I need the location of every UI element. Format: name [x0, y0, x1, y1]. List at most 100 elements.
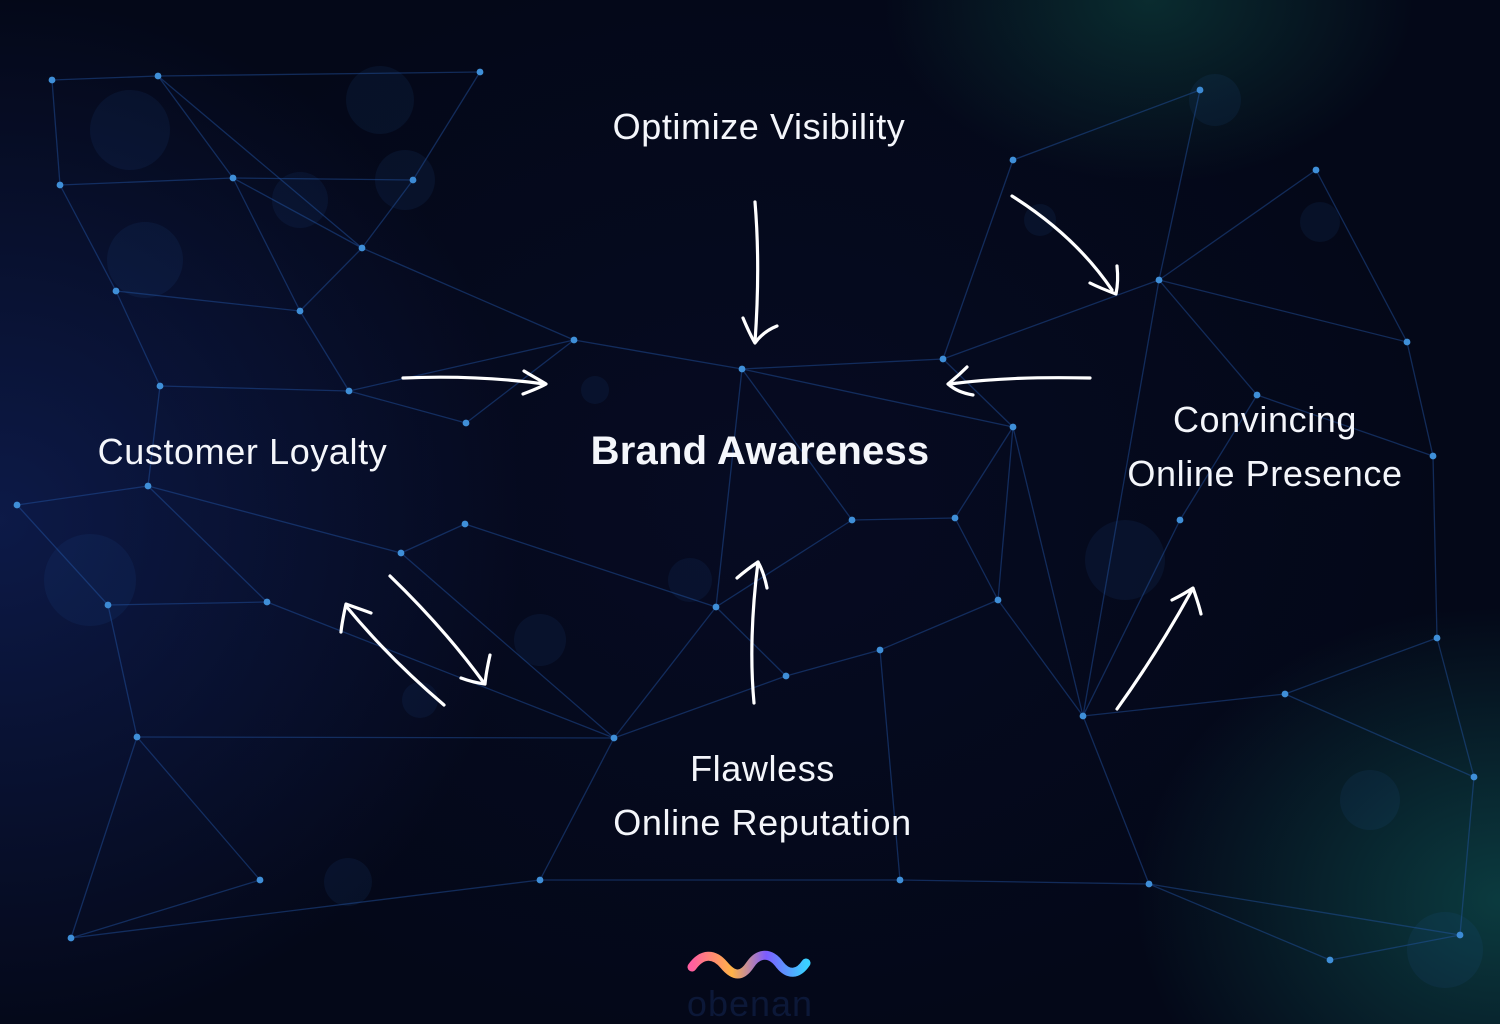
arrow-right-to-center: [946, 365, 1092, 397]
bokeh-light: [668, 558, 712, 602]
network-line: [942, 159, 1014, 360]
network-line: [1082, 715, 1150, 885]
network-line: [1158, 89, 1201, 281]
network-line: [70, 736, 138, 939]
network-line: [879, 649, 901, 881]
network-line: [361, 179, 414, 249]
network-node: [1429, 452, 1437, 460]
network-node: [112, 287, 120, 295]
network-node: [1470, 773, 1478, 781]
network-node: [782, 672, 790, 680]
network-line: [107, 604, 138, 738]
bokeh-light: [1300, 202, 1340, 242]
network-line: [785, 649, 881, 677]
network-line: [1158, 169, 1317, 281]
network-line: [573, 339, 743, 370]
arrow-reputation-to-loyalty: [339, 602, 446, 707]
network-line: [51, 79, 61, 186]
network-line: [741, 368, 853, 521]
network-line: [115, 290, 161, 387]
network-line: [1082, 279, 1160, 717]
wave-logo-icon: [687, 950, 811, 979]
node-label-line: Online Presence: [1127, 453, 1403, 494]
network-line: [1256, 394, 1434, 457]
network-line: [59, 184, 117, 292]
network-line: [147, 385, 161, 487]
network-line: [70, 879, 261, 939]
network-node: [256, 876, 264, 884]
network-line: [851, 517, 956, 521]
arrow-bottom-to-right: [1115, 586, 1203, 711]
network-line: [539, 737, 615, 881]
network-line: [361, 247, 575, 341]
network-node: [296, 307, 304, 315]
network-node: [461, 520, 469, 528]
network-node: [1009, 423, 1017, 431]
network-node: [570, 336, 578, 344]
network-line: [51, 75, 159, 81]
network-line: [1082, 693, 1286, 717]
bokeh-light: [107, 222, 183, 298]
network-node: [156, 382, 164, 390]
network-line: [1012, 426, 1084, 717]
center-label: Brand Awareness: [590, 429, 930, 473]
network-line: [1284, 637, 1438, 695]
network-node: [154, 72, 162, 80]
network-line: [157, 75, 363, 249]
bokeh-light: [44, 534, 136, 626]
network-nodes: [13, 68, 1478, 964]
network-node: [1312, 166, 1320, 174]
network-line: [299, 310, 350, 392]
network-line: [464, 523, 717, 608]
network-node: [476, 68, 484, 76]
network-line: [299, 247, 363, 312]
network-line: [1082, 519, 1181, 717]
network-line: [741, 358, 944, 370]
network-line: [1158, 279, 1408, 343]
network-node: [896, 876, 904, 884]
network-node: [56, 181, 64, 189]
network-line: [136, 736, 615, 739]
network-node: [712, 603, 720, 611]
network-line: [107, 601, 268, 606]
network-line: [1148, 883, 1461, 936]
network-line: [879, 599, 999, 651]
bokeh-light: [514, 614, 566, 666]
network-node: [1456, 931, 1464, 939]
network-line: [136, 736, 261, 881]
network-node: [345, 387, 353, 395]
bokeh-light: [346, 66, 414, 134]
network-line: [997, 426, 1014, 601]
node-convincing-online-presence: Convincing Online Presence: [1100, 393, 1430, 501]
network-node: [1155, 276, 1163, 284]
network-line: [412, 71, 481, 181]
network-node: [1176, 516, 1184, 524]
node-label-line: Customer Loyalty: [97, 431, 388, 472]
node-customer-loyalty: Customer Loyalty: [60, 425, 425, 479]
network-line: [1436, 637, 1475, 778]
network-node: [738, 365, 746, 373]
arrow-top-to-center: [741, 200, 779, 345]
bokeh-light: [375, 150, 435, 210]
network-line: [348, 390, 467, 424]
network-node: [133, 733, 141, 741]
network-line: [1148, 883, 1331, 961]
network-line: [1179, 394, 1258, 521]
network-node: [48, 76, 56, 84]
network-line: [1432, 455, 1438, 639]
network-line: [400, 523, 466, 554]
network-line: [997, 599, 1084, 717]
network-line: [232, 177, 301, 312]
network-line: [715, 368, 743, 608]
network-line: [954, 426, 1014, 519]
network-node: [358, 244, 366, 252]
node-label-line: Optimize Visibility: [612, 106, 906, 147]
node-optimize-visibility: Optimize Visibility: [559, 100, 959, 154]
network-node: [848, 516, 856, 524]
network-line: [147, 485, 402, 554]
network-line: [1315, 169, 1408, 343]
obenan-logo: obenan: [680, 945, 820, 1024]
network-line: [232, 177, 363, 249]
